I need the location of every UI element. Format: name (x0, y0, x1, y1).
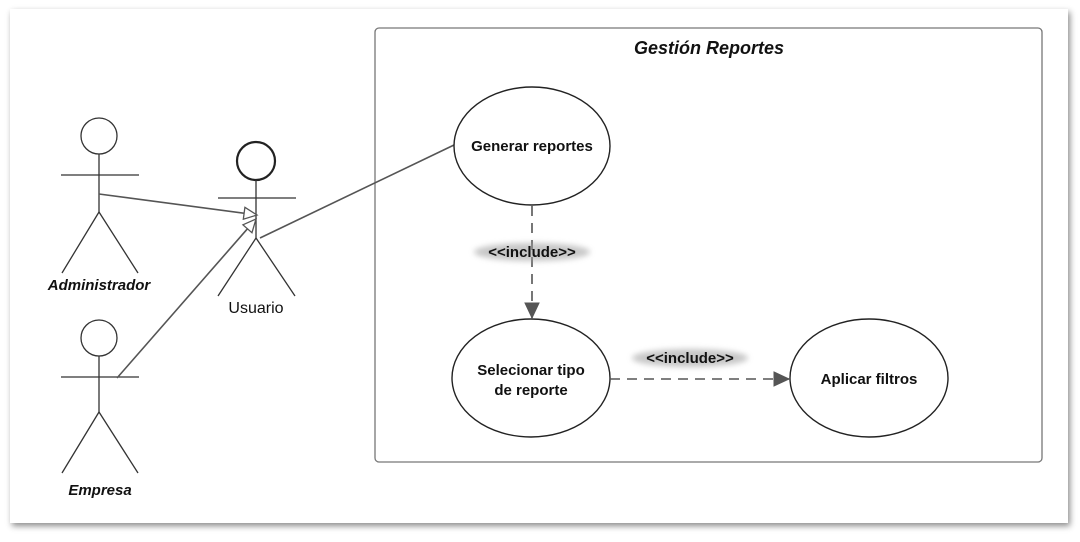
actor-administrador: Administrador (47, 117, 152, 294)
actor-label-administrador: Administrador (47, 277, 152, 294)
generalization-administrador-usuario (98, 193, 257, 215)
usecase-generar-reportes: Generar reportes (453, 86, 611, 206)
system-title: Gestión Reportes (634, 38, 784, 58)
actor-usuario: Usuario (217, 140, 296, 317)
actor-empresa: Empresa (61, 319, 139, 499)
usecase-label-aplicar: Aplicar filtros (821, 371, 918, 388)
usecase-seleccionar-tipo: Selecionar tipo de reporte (451, 318, 611, 438)
include-label-shadow-1 (474, 243, 590, 261)
usecase-label-seleccionar-1: Selecionar tipo (477, 362, 585, 379)
usecase-label-generar: Generar reportes (471, 138, 593, 155)
include-label-shadow-2 (632, 349, 748, 367)
include-label-2: <<include>> (646, 350, 734, 367)
usecase-aplicar-filtros: Aplicar filtros (789, 318, 949, 438)
association-usuario-generar (259, 144, 455, 239)
actor-label-usuario: Usuario (228, 300, 283, 317)
usecase-label-seleccionar-2: de reporte (494, 382, 567, 399)
include-label-1: <<include>> (488, 244, 576, 261)
actor-label-empresa: Empresa (68, 482, 131, 499)
generalization-empresa-usuario (116, 219, 256, 379)
